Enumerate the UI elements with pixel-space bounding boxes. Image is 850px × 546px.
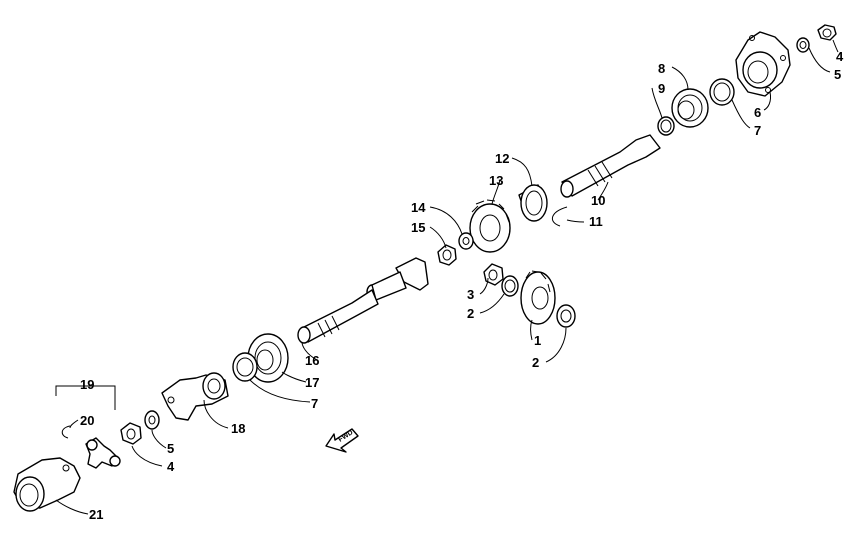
yoke-part-21 [13,457,81,512]
bearing-part-8 [671,88,709,128]
washer-part-2-bottom [556,304,576,328]
callout-18: 18 [231,421,245,436]
nut-part-4-top [817,24,837,41]
nut-part-3 [483,263,504,286]
pinion-shaft-part-10 [560,134,661,198]
callout-17: 17 [305,375,319,390]
assembly-bracket-19 [55,385,116,410]
callout-7-top: 7 [754,123,761,138]
washer-part-5-top [796,37,810,53]
snap-ring-part-11 [551,206,568,227]
drive-shaft-part-16 [297,257,429,344]
housing-flange-part-6 [735,31,791,97]
pinion-gear-part-1 [520,270,556,325]
callout-2-lower: 2 [532,355,539,370]
callout-2-upper: 2 [467,306,474,321]
callout-20: 20 [80,413,94,428]
callout-8: 8 [658,61,665,76]
forward-direction-arrow: FWD [325,428,359,453]
callout-21: 21 [89,507,103,522]
callout-labels: 4 5 6 7 8 9 10 11 12 13 14 15 3 2 1 2 16… [80,49,844,522]
callout-11: 11 [589,214,603,229]
nut-part-4-bottom [120,422,142,445]
yoke-part-18 [161,372,229,421]
washer-part-5-bottom [144,410,160,430]
callout-15: 15 [411,220,425,235]
washer-part-14 [458,232,474,250]
nut-part-15 [437,244,457,266]
callout-6: 6 [754,105,761,120]
ring-gear-part-13 [469,199,511,253]
seal-part-7-top [709,78,735,106]
callout-12: 12 [495,151,509,166]
leader-lines [55,39,839,515]
callout-5-bottom: 5 [167,441,174,456]
callout-13: 13 [489,173,503,188]
snap-ring-part-20 [61,425,71,439]
callout-9: 9 [658,81,665,96]
callout-16: 16 [305,353,319,368]
callout-4-top: 4 [836,49,844,64]
universal-joint-cross [85,437,121,469]
bearing-part-12 [518,184,548,222]
callout-10: 10 [591,193,605,208]
callout-3: 3 [467,287,474,302]
callout-1: 1 [534,333,541,348]
callout-5-top: 5 [834,67,841,82]
washer-part-2-top [501,275,519,297]
seal-part-7-bottom [232,352,258,382]
callout-4-bottom: 4 [167,459,175,474]
callout-19: 19 [80,377,94,392]
ring-part-9 [657,116,675,136]
callout-14: 14 [411,200,426,215]
callout-7-bottom: 7 [311,396,318,411]
